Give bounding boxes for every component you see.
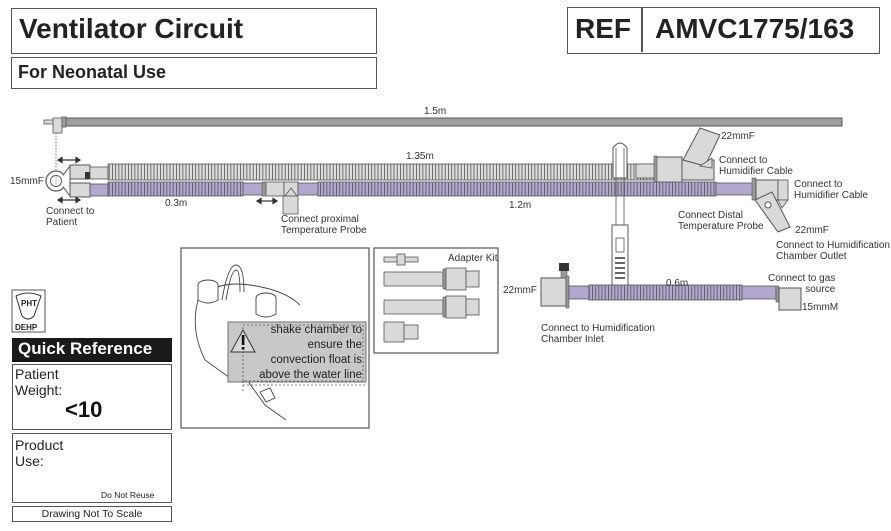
warning-triangle-icon (230, 328, 256, 353)
connect-humidifier-cable-label-1: Connect to Humidifier Cable (719, 155, 793, 177)
drawing-note-box: Drawing Not To Scale (12, 506, 172, 522)
connect-proximal-probe-label: Connect proximal Temperature Probe (281, 214, 367, 236)
inspiratory-short-length-label: 0.3m (165, 198, 188, 209)
chamber-inlet-size: 22mmF (503, 285, 537, 296)
heater-cable (43, 116, 843, 170)
chamber-warning-text: shake chamber to ensure the convection f… (259, 324, 362, 381)
adapter-kit-illustration (373, 247, 499, 354)
ref-code: AMVC1775/163 (655, 13, 855, 44)
dry-line (540, 263, 802, 311)
connect-distal-probe-label: Connect Distal Temperature Probe (678, 210, 764, 232)
inspiratory-long-length-label: 1.2m (509, 200, 532, 211)
inspiratory-limb (107, 177, 791, 233)
connect-patient-label: Connect to Patient (46, 206, 95, 228)
ref-label: REF (575, 13, 631, 44)
patient-y-piece (45, 164, 109, 198)
double-arrow-icon (56, 156, 279, 205)
product-use-label: Product Use: (15, 437, 64, 469)
tube-clip (611, 142, 629, 288)
ref-box: REF AMVC1775/163 (567, 7, 880, 54)
weight-value: <10 (65, 397, 103, 422)
pht-dehp-symbol (11, 289, 46, 333)
chamber-outlet-size: 22mmF (795, 225, 829, 236)
patient-weight-label: Patient Weight: (15, 366, 63, 398)
connect-humidifier-cable-label-2: Connect to Humidifier Cable (794, 179, 868, 201)
weight-unit: kg (120, 396, 146, 421)
drawing-not-to-scale: Drawing Not To Scale (41, 508, 143, 520)
quick-reference-heading: Quick Reference (12, 338, 172, 362)
connect-chamber-inlet-label: Connect to Humidification Chamber Inlet (541, 323, 655, 345)
humidification-chamber-illustration (180, 247, 370, 429)
expiratory-port-size: 22mmF (721, 131, 755, 142)
dehp-label: DEHP (15, 323, 38, 332)
patient-weight-panel: Patient Weight: <10 kg (12, 364, 172, 430)
connect-gas-source-label: Connect to gas source (768, 273, 836, 295)
pht-label: PHT (21, 299, 37, 308)
title-box: Ventilator Circuit (11, 8, 377, 54)
product-use-panel: Product Use: Do Not Reuse (12, 433, 172, 503)
connect-chamber-outlet-label: Connect to Humidification Chamber Outlet (776, 240, 890, 262)
expiratory-limb (107, 127, 721, 185)
page-title: Ventilator Circuit (19, 13, 244, 44)
cable-length-label: 1.5m (424, 106, 447, 117)
adapter-kit-label: Adapter Kit (448, 253, 498, 264)
gas-source-size: 15mmM (802, 302, 839, 313)
patient-port-size: 15mmF (10, 176, 44, 187)
dry-line-length-label: 0.6m (666, 278, 689, 289)
page-subtitle: For Neonatal Use (18, 62, 167, 82)
ref-divider (641, 8, 643, 52)
subtitle-box: For Neonatal Use (11, 57, 377, 89)
expiratory-length-label: 1.35m (406, 151, 434, 162)
do-not-reuse-label: Do Not Reuse (101, 490, 155, 500)
